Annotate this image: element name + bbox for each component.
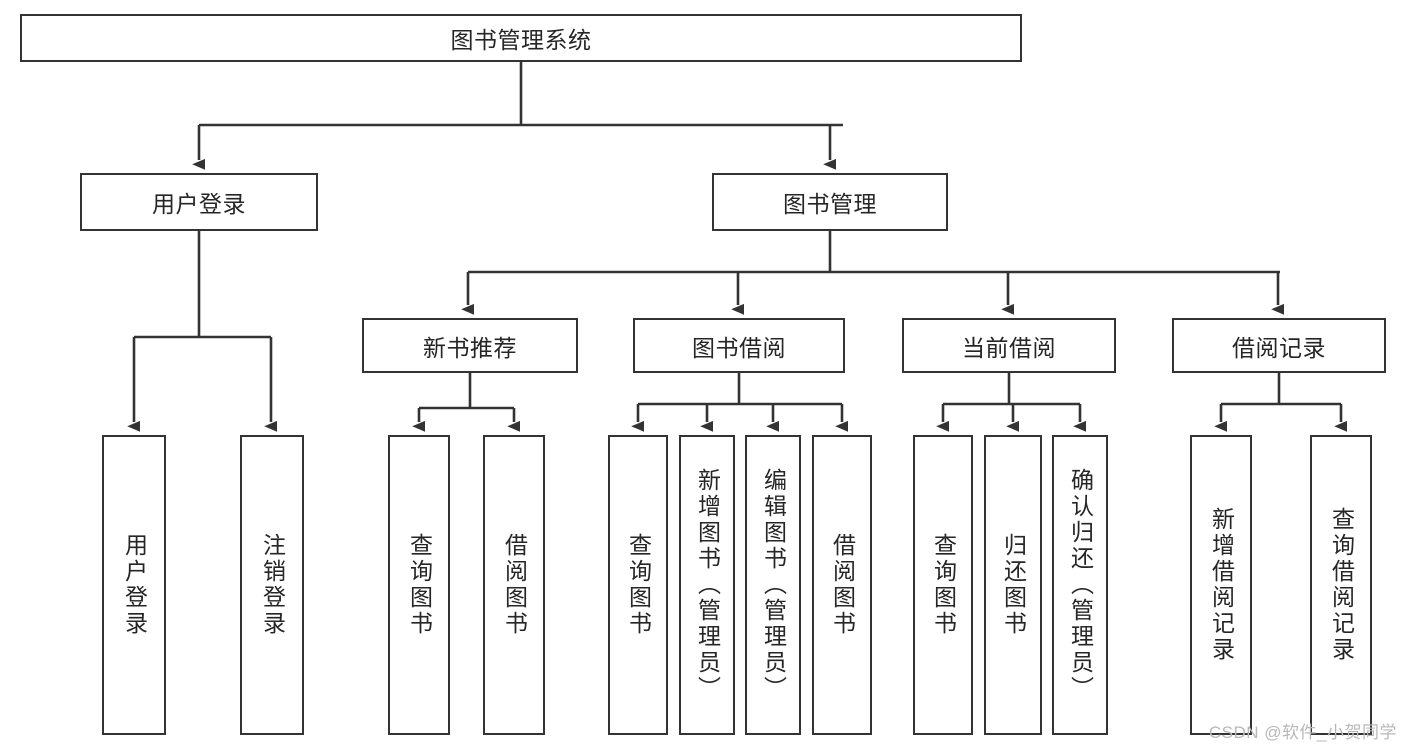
node-new-book-recommendation[interactable]: 新书推荐 — [362, 318, 578, 373]
node-leaf-logout[interactable]: 注销登录 — [240, 435, 304, 735]
node-label: 注销登录 — [259, 533, 286, 637]
node-label: 新书推荐 — [423, 334, 517, 361]
node-leaf-user-login[interactable]: 用户登录 — [102, 435, 166, 735]
node-label: 当前借阅 — [962, 334, 1056, 361]
node-book-borrowing[interactable]: 图书借阅 — [633, 318, 845, 373]
watermark: CSDN @软件_小贺同学 — [1208, 723, 1397, 742]
node-label: 编辑图书（管理员） — [760, 468, 787, 702]
node-current-loans[interactable]: 当前借阅 — [902, 318, 1116, 373]
node-label: 查询图书 — [406, 533, 433, 637]
node-leaf-query-book-borrow[interactable]: 查询图书 — [608, 435, 668, 735]
node-label: 图书管理 — [783, 191, 877, 217]
node-label: 用户登录 — [121, 533, 148, 637]
node-leaf-edit-book-admin[interactable]: 编辑图书（管理员） — [745, 435, 801, 735]
node-leaf-add-book-admin[interactable]: 新增图书（管理员） — [679, 435, 735, 735]
node-user-login[interactable]: 用户登录 — [80, 173, 318, 231]
node-label: 用户登录 — [152, 191, 246, 217]
node-loan-records[interactable]: 借阅记录 — [1172, 318, 1386, 373]
node-label: 新增借阅记录 — [1208, 507, 1235, 663]
node-leaf-query-book-current[interactable]: 查询图书 — [913, 435, 973, 735]
node-label: 查询图书 — [625, 533, 652, 637]
node-leaf-borrow-book-rec[interactable]: 借阅图书 — [483, 435, 545, 735]
node-leaf-add-loan-record[interactable]: 新增借阅记录 — [1190, 435, 1252, 735]
node-leaf-return-book[interactable]: 归还图书 — [984, 435, 1042, 735]
node-label: 借阅图书 — [501, 533, 528, 637]
node-label: 图书管理系统 — [450, 27, 592, 53]
node-label: 图书借阅 — [692, 334, 786, 361]
node-label: 新增图书（管理员） — [694, 468, 721, 702]
node-label: 确认归还（管理员） — [1067, 468, 1094, 702]
node-leaf-query-loan-record[interactable]: 查询借阅记录 — [1310, 435, 1372, 735]
node-root-system[interactable]: 图书管理系统 — [20, 14, 1022, 62]
node-book-management[interactable]: 图书管理 — [712, 173, 948, 231]
node-label: 借阅记录 — [1232, 334, 1326, 361]
node-leaf-borrow-book[interactable]: 借阅图书 — [812, 435, 872, 735]
node-label: 查询图书 — [930, 533, 957, 637]
node-leaf-query-book-rec[interactable]: 查询图书 — [388, 435, 450, 735]
node-label: 归还图书 — [1000, 533, 1027, 637]
node-label: 借阅图书 — [829, 533, 856, 637]
node-leaf-confirm-return-admin[interactable]: 确认归还（管理员） — [1052, 435, 1108, 735]
node-label: 查询借阅记录 — [1328, 507, 1355, 663]
